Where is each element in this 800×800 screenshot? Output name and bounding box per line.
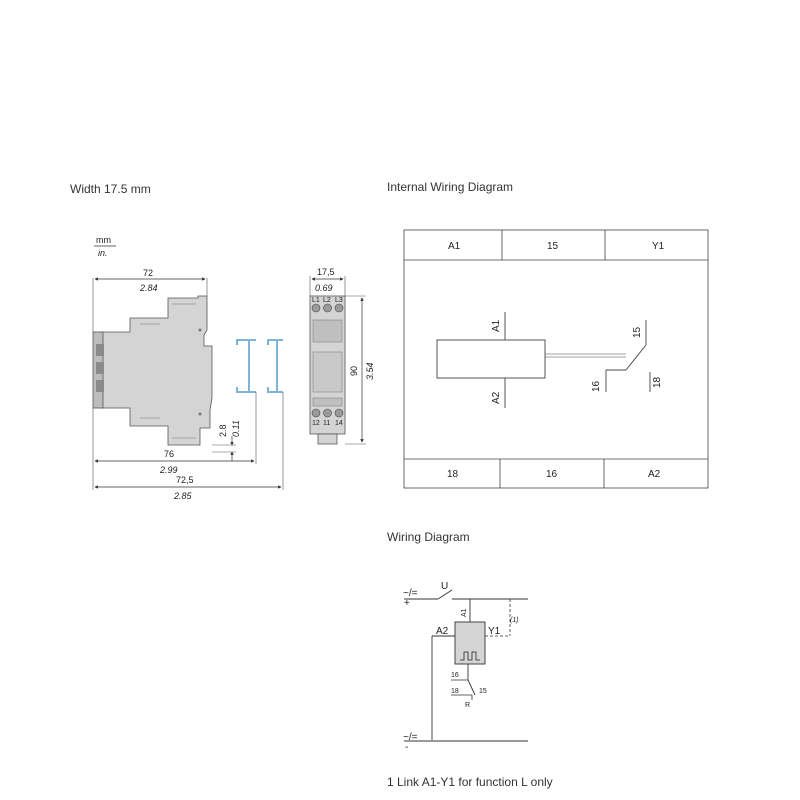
iw-contact-18: 18 — [652, 376, 663, 388]
unit-mm: mm — [96, 235, 111, 245]
dim-76: 76 2.99 — [92, 392, 257, 490]
caption-width: Width 17.5 mm — [70, 182, 151, 196]
iw-contact-16: 16 — [591, 380, 602, 392]
wd-plus: + — [404, 598, 410, 609]
wd-contact-16: 16 — [451, 672, 459, 679]
wiring-diagram: ~/= + U A1 A2 Y1 (1) 16 18 15 R ~/= - — [403, 581, 528, 753]
side-view-terminal-3 — [96, 380, 104, 392]
dim-72-in: 2.84 — [139, 283, 158, 293]
dim-72-mm: 72 — [143, 268, 153, 278]
dim-72-5: 72,5 2.85 — [94, 392, 284, 501]
internal-wiring-diagram: A1 15 Y1 18 16 A2 A1 A2 15 16 18 — [403, 229, 709, 489]
wd-ac-symbol-top: ~/= — [403, 588, 418, 599]
front-label-bottom-3: 14 — [335, 420, 343, 427]
side-view-terminal-2 — [96, 362, 104, 374]
wd-contact-18: 18 — [451, 688, 459, 695]
wd-supply-switch — [437, 589, 453, 600]
front-label-bottom-2: 11 — [323, 420, 330, 427]
dim-17-5-mm: 17,5 — [317, 267, 335, 277]
wd-a1: A1 — [461, 608, 468, 617]
din-rail-profiles — [236, 339, 283, 393]
front-label-top-2: L2 — [323, 297, 331, 304]
dim-90: 90 3.54 — [345, 295, 375, 445]
dim-17-5: 17,5 0.69 — [309, 267, 346, 296]
iw-terminal-15: 15 — [547, 241, 559, 252]
iw-terminal-a2: A2 — [648, 469, 661, 480]
wd-contact-15: 15 — [479, 688, 487, 695]
dim-2-8-mm: 2.8 — [218, 424, 228, 437]
iw-terminal-a1: A1 — [448, 241, 461, 252]
dim-90-in: 3.54 — [365, 362, 375, 380]
front-top-panel — [312, 319, 343, 343]
dim-72-5-in: 2.85 — [173, 491, 193, 501]
iw-coil-a1: A1 — [491, 319, 502, 332]
front-label-bottom-1: 12 — [312, 420, 320, 427]
dim-72: 72 2.84 — [92, 268, 208, 332]
front-terminal-bottom-2 — [323, 408, 332, 418]
dim-2-8: 2.8 0.11 — [212, 420, 241, 461]
side-view-terminal-1 — [96, 344, 104, 356]
internal-wiring-frame — [403, 229, 709, 489]
wd-y1: Y1 — [488, 626, 501, 637]
dim-76-mm: 76 — [164, 449, 174, 459]
wd-note-ref: (1) — [510, 617, 519, 624]
dim-90-mm: 90 — [349, 366, 359, 376]
iw-relay-coil — [436, 339, 546, 379]
iw-terminal-18: 18 — [447, 469, 459, 480]
iw-coil-a2: A2 — [491, 391, 502, 404]
side-view — [92, 295, 213, 446]
wd-relay-module — [454, 621, 486, 665]
iw-terminal-y1: Y1 — [652, 241, 665, 252]
caption-internal-wiring: Internal Wiring Diagram — [387, 180, 514, 194]
units-legend: mm in. — [94, 235, 116, 258]
dim-2-8-in: 0.11 — [231, 420, 241, 437]
wd-ac-symbol-bottom: ~/= — [403, 732, 418, 743]
front-view: L1 L2 L3 12 11 14 — [309, 295, 346, 445]
wd-output-contact — [467, 679, 476, 696]
din-rail-left — [236, 339, 256, 393]
dim-76-in: 2.99 — [159, 465, 178, 475]
caption-note: 1 Link A1-Y1 for function L only — [387, 775, 553, 789]
front-terminal-top-1 — [311, 303, 321, 313]
dim-72-5-mm: 72,5 — [176, 475, 194, 485]
wd-supply-u: U — [441, 581, 448, 592]
wd-a2: A2 — [436, 626, 449, 637]
front-terminal-top-3 — [334, 303, 344, 313]
dim-17-5-in: 0.69 — [315, 283, 333, 293]
wd-minus: - — [405, 742, 408, 753]
front-terminal-bottom-1 — [311, 408, 321, 418]
din-rail-right — [267, 339, 283, 393]
iw-terminal-16: 16 — [546, 469, 558, 480]
front-display-panel — [312, 351, 343, 393]
wd-pulse-icon — [460, 651, 480, 661]
front-label-top-1: L1 — [312, 297, 320, 304]
iw-contact-blade — [625, 344, 647, 371]
side-view-body — [99, 295, 213, 446]
front-terminal-bottom-3 — [334, 408, 344, 418]
iw-contact-15: 15 — [632, 326, 643, 338]
front-label-top-3: L3 — [335, 297, 343, 304]
wd-relay-r: R — [465, 702, 470, 709]
front-terminal-top-2 — [323, 303, 332, 313]
unit-in: in. — [98, 248, 108, 258]
caption-wiring-diagram: Wiring Diagram — [387, 530, 470, 544]
